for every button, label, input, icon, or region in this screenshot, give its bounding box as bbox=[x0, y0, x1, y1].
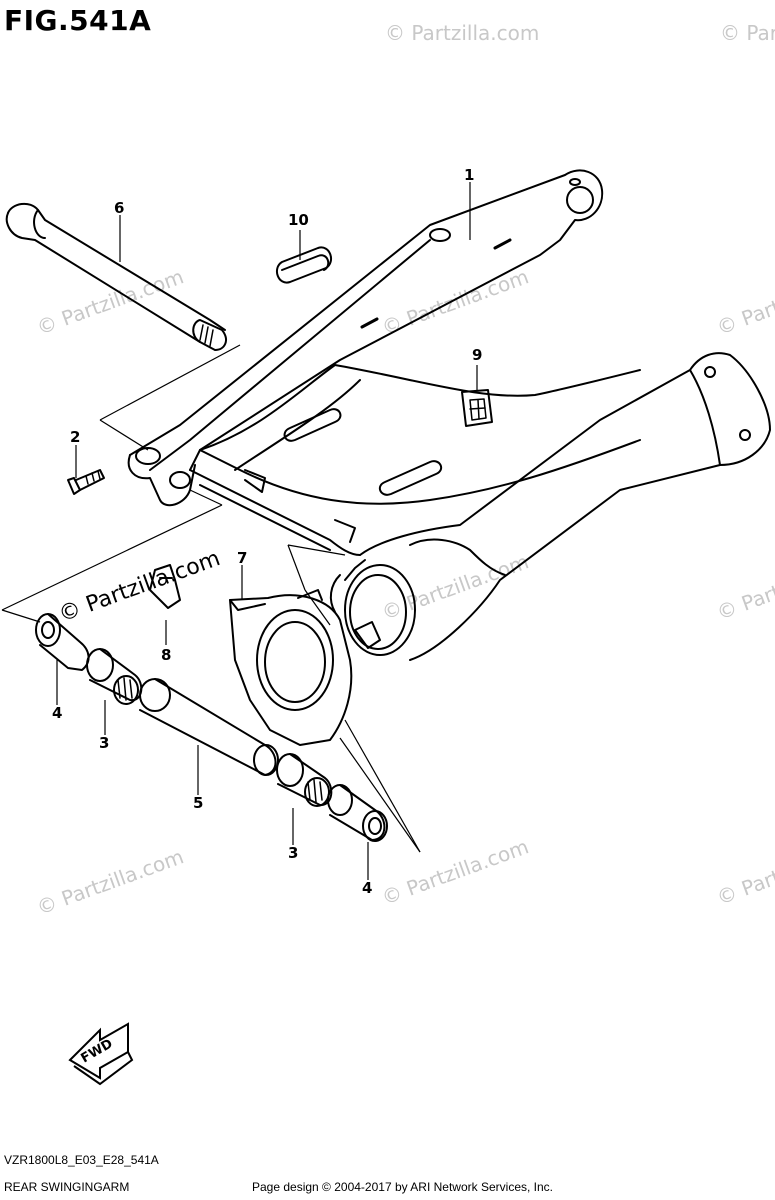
callout-4: 4 bbox=[52, 704, 62, 722]
watermark-group: © Partzilla.com © Partzilla.com © Partzi… bbox=[34, 21, 775, 920]
watermark-dark: © Partzilla.com bbox=[56, 546, 224, 628]
watermark: © Partzilla.com bbox=[34, 264, 187, 339]
watermark: © Partzilla.com bbox=[714, 264, 775, 339]
callout-10: 10 bbox=[288, 211, 309, 229]
bearing-part-3-left bbox=[86, 648, 143, 705]
bolt-part-2 bbox=[67, 469, 105, 495]
figure-code: VZR1800L8_E03_E28_541A bbox=[4, 1153, 159, 1167]
callout-group: 1 2 3 3 4 4 5 6 7 8 9 10 bbox=[52, 166, 482, 897]
cap-part-10 bbox=[275, 246, 333, 284]
collar-part-4-right bbox=[327, 784, 388, 842]
callout-5: 5 bbox=[193, 794, 203, 812]
copyright-notice: Page design © 2004-2017 by ARI Network S… bbox=[252, 1180, 554, 1194]
swingarm-part-1 bbox=[127, 169, 771, 661]
callout-2: 2 bbox=[70, 428, 80, 446]
leader-lines bbox=[1, 182, 478, 880]
pivot-shaft-part-6 bbox=[5, 202, 227, 351]
figure-title: FIG.541A bbox=[4, 4, 152, 37]
callout-6: 6 bbox=[114, 199, 124, 217]
callout-3: 3 bbox=[288, 844, 298, 862]
callout-8: 8 bbox=[161, 646, 171, 664]
watermark: © Partzilla.com bbox=[379, 549, 532, 624]
bearing-part-3-right bbox=[276, 753, 333, 807]
watermark: © Partzilla.com bbox=[714, 549, 775, 624]
callout-4: 4 bbox=[362, 879, 372, 897]
fwd-arrow: FWD bbox=[68, 1022, 134, 1086]
watermark: © Partzilla.com bbox=[720, 21, 775, 45]
callout-9: 9 bbox=[472, 346, 482, 364]
callout-1: 1 bbox=[464, 166, 474, 184]
watermark: © Partzilla.com bbox=[714, 834, 775, 909]
callout-3: 3 bbox=[99, 734, 109, 752]
clip-part-8 bbox=[149, 564, 181, 609]
watermark: © Partzilla.com bbox=[379, 834, 532, 909]
watermark: © Partzilla.com bbox=[385, 21, 539, 45]
watermark: © Partzilla.com bbox=[34, 844, 187, 919]
spacer-part-5 bbox=[139, 678, 279, 776]
boot-part-7 bbox=[229, 589, 353, 746]
figure-name: REAR SWINGINGARM bbox=[4, 1180, 130, 1194]
plate-part-9 bbox=[461, 389, 493, 427]
callout-7: 7 bbox=[237, 549, 247, 567]
